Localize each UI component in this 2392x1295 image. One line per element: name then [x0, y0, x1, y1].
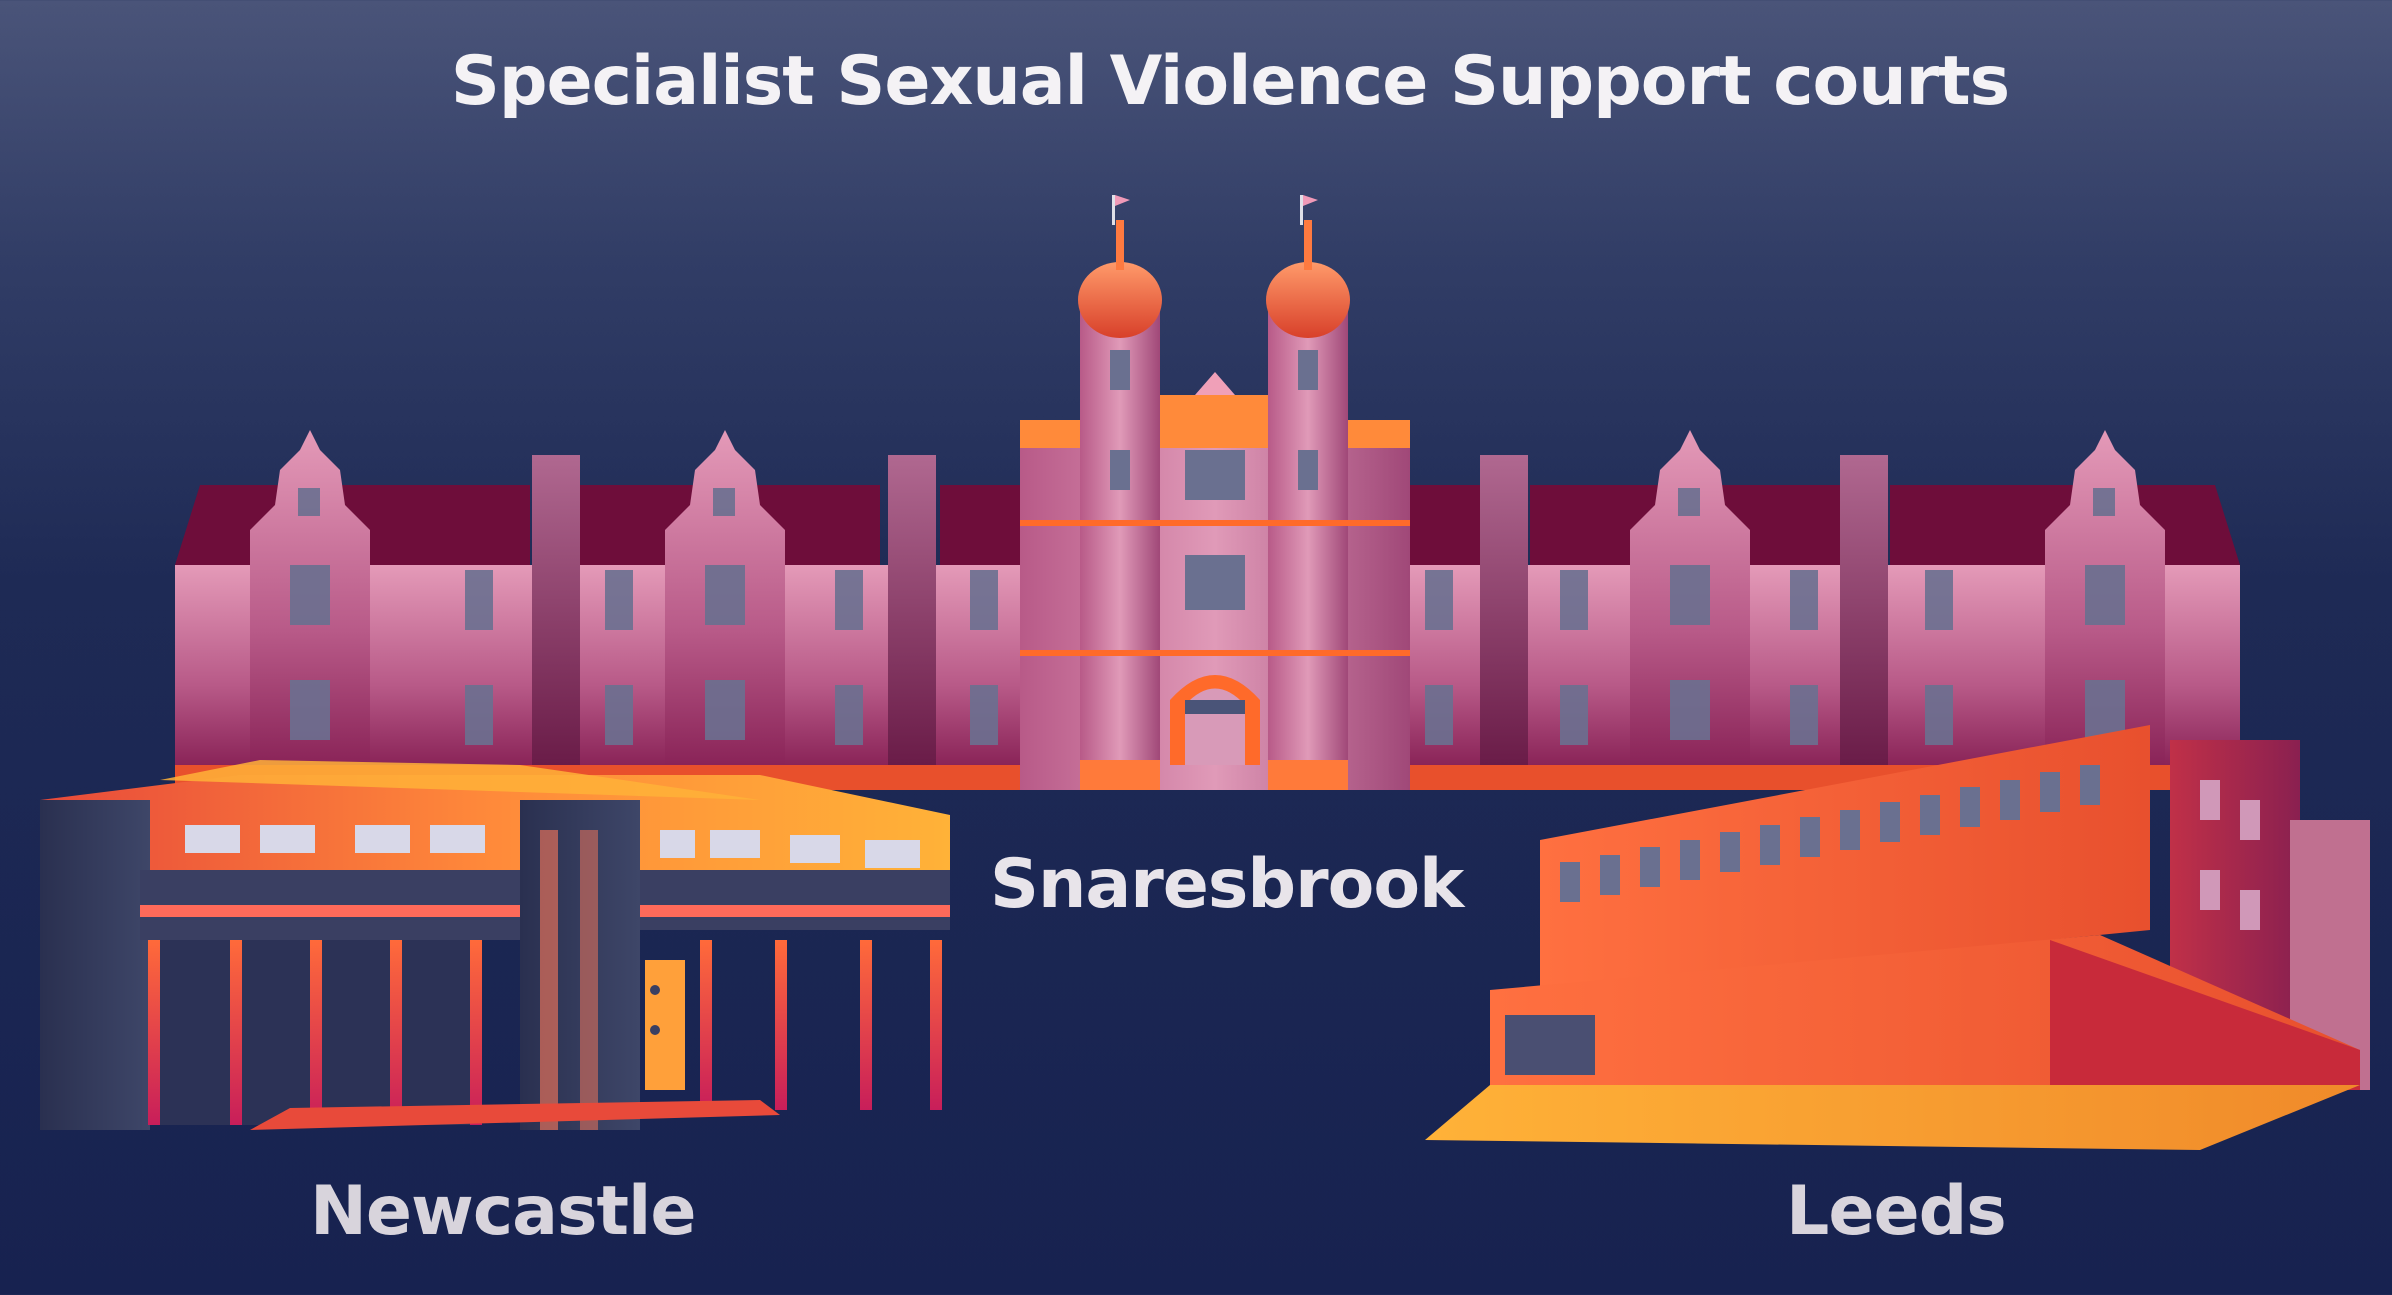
snaresbrook-building — [175, 195, 2240, 790]
court-label-leeds: Leeds — [1786, 1172, 2007, 1251]
page-title: Specialist Sexual Violence Support court… — [450, 42, 2010, 121]
leeds-building — [1425, 725, 2370, 1150]
court-label-newcastle: Newcastle — [310, 1172, 696, 1251]
newcastle-building — [40, 760, 950, 1130]
court-label-snaresbrook: Snaresbrook — [990, 845, 1464, 924]
